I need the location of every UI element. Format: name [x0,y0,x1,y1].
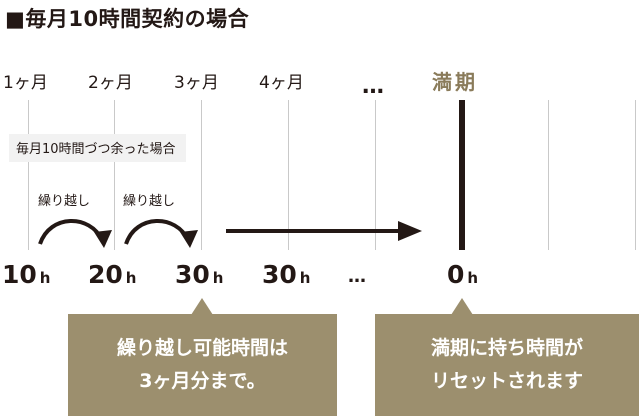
timeline-gridline [548,100,549,250]
callout-1-line-1: 繰り越し可能時間は [116,337,288,359]
hours-ellipsis: … [348,266,366,287]
carry-over-arrowhead-1 [94,230,112,248]
month-ellipsis: … [362,74,385,99]
timeline-gridline [288,100,289,250]
month-label-1: 1ヶ月 [3,73,48,93]
timeline-gridline [201,100,202,250]
carry-over-limit-callout: 繰り越し可能時間は 3ヶ月分まで。 [68,314,337,416]
callout-2-line-1: 満期に持ち時間が [430,337,583,359]
expiry-marker-line [459,100,465,250]
callout-pointer-2 [451,298,473,315]
carry-over-label-2: 繰り越し [123,194,176,209]
month-label-4: 4ヶ月 [259,73,304,93]
month-label-3: 3ヶ月 [174,73,219,93]
timeline-gridline [635,100,636,250]
callout-2-line-2: リセットされます [430,370,583,392]
month-label-2: 2ヶ月 [88,73,133,93]
carry-over-arrow-2 [124,219,190,245]
callout-pointer-1 [191,298,213,315]
callout-1-line-2: 3ヶ月分まで。 [139,370,266,392]
carry-over-label-1: 繰り越し [38,194,91,209]
timeline-gridline [114,100,115,250]
timeline-gridline [375,100,376,250]
expiry-reset-callout: 満期に持ち時間が リセットされます [375,314,639,416]
diagram-heading: ■毎月10時間契約の場合 [5,7,250,31]
expiry-label: 満期 [432,70,478,94]
timeline-gridline [28,100,29,250]
surplus-note: 毎月10時間づつ余った場合 [9,134,186,162]
carry-over-arrow-1 [38,219,104,245]
carry-over-arrowhead-2 [180,230,198,248]
timeline-arrowhead [398,221,422,241]
